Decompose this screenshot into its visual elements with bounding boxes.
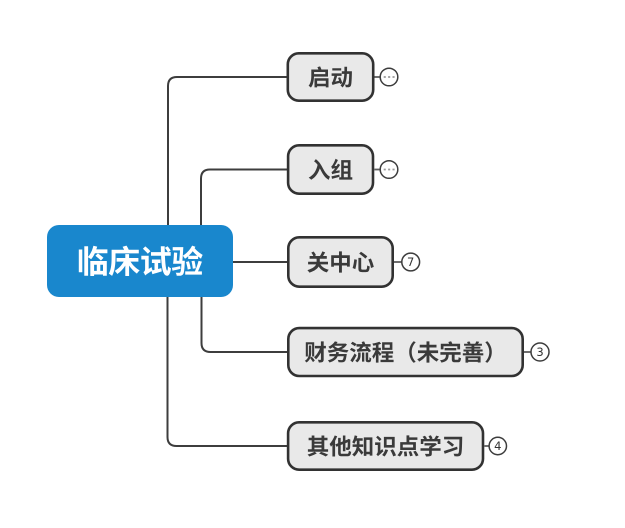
topic-enrollment-box[interactable] [286, 144, 375, 196]
collapse-badge-other-knowledge[interactable]: 4 [484, 436, 508, 456]
topic-close-center-label-glyphs [307, 251, 374, 273]
topic-other-knowledge[interactable]: 其他知识点学习 [286, 420, 485, 471]
connector-layer [166, 76, 288, 447]
collapse-badge-other-knowledge-circle[interactable] [488, 436, 508, 456]
collapse-badge-start[interactable]: … [374, 67, 399, 87]
topic-start-box[interactable] [286, 51, 375, 103]
connector-other-knowledge [166, 261, 288, 447]
collapse-badge-other-knowledge-count: 4 [494, 439, 501, 453]
connector-finance-process [200, 261, 288, 353]
collapse-badge-close-center[interactable]: 7 [394, 252, 421, 272]
collapse-badge-close-center-circle[interactable] [401, 252, 421, 272]
topic-finance-process[interactable]: 财务流程（未完善） [286, 326, 524, 378]
topic-enrollment[interactable]: 入组 [286, 144, 375, 196]
topic-finance-process-box[interactable] [286, 326, 524, 378]
topic-start[interactable]: 启动 [286, 51, 375, 103]
connector-start [167, 76, 288, 261]
collapse-badge-finance-process-circle[interactable] [530, 342, 550, 362]
topic-finance-process-label-glyphs [304, 341, 492, 363]
collapse-badge-finance-process[interactable]: 3 [524, 342, 550, 362]
central-topic-clinical-trial[interactable]: 临床试验 [47, 225, 233, 297]
collapse-badge-close-center-count: 7 [407, 255, 414, 269]
collapse-badge-enrollment[interactable]: … [374, 159, 399, 180]
topic-other-knowledge-label-glyphs [307, 435, 463, 457]
collapse-badge-finance-process-count: 3 [536, 345, 543, 359]
topic-close-center[interactable]: 关中心 [286, 236, 394, 289]
central-topic-label-glyphs [78, 245, 203, 276]
topic-enrollment-label-glyphs [308, 158, 353, 180]
topic-start-label-glyphs [308, 66, 352, 88]
connector-enrollment [200, 168, 288, 261]
central-topic-box[interactable] [47, 225, 233, 297]
